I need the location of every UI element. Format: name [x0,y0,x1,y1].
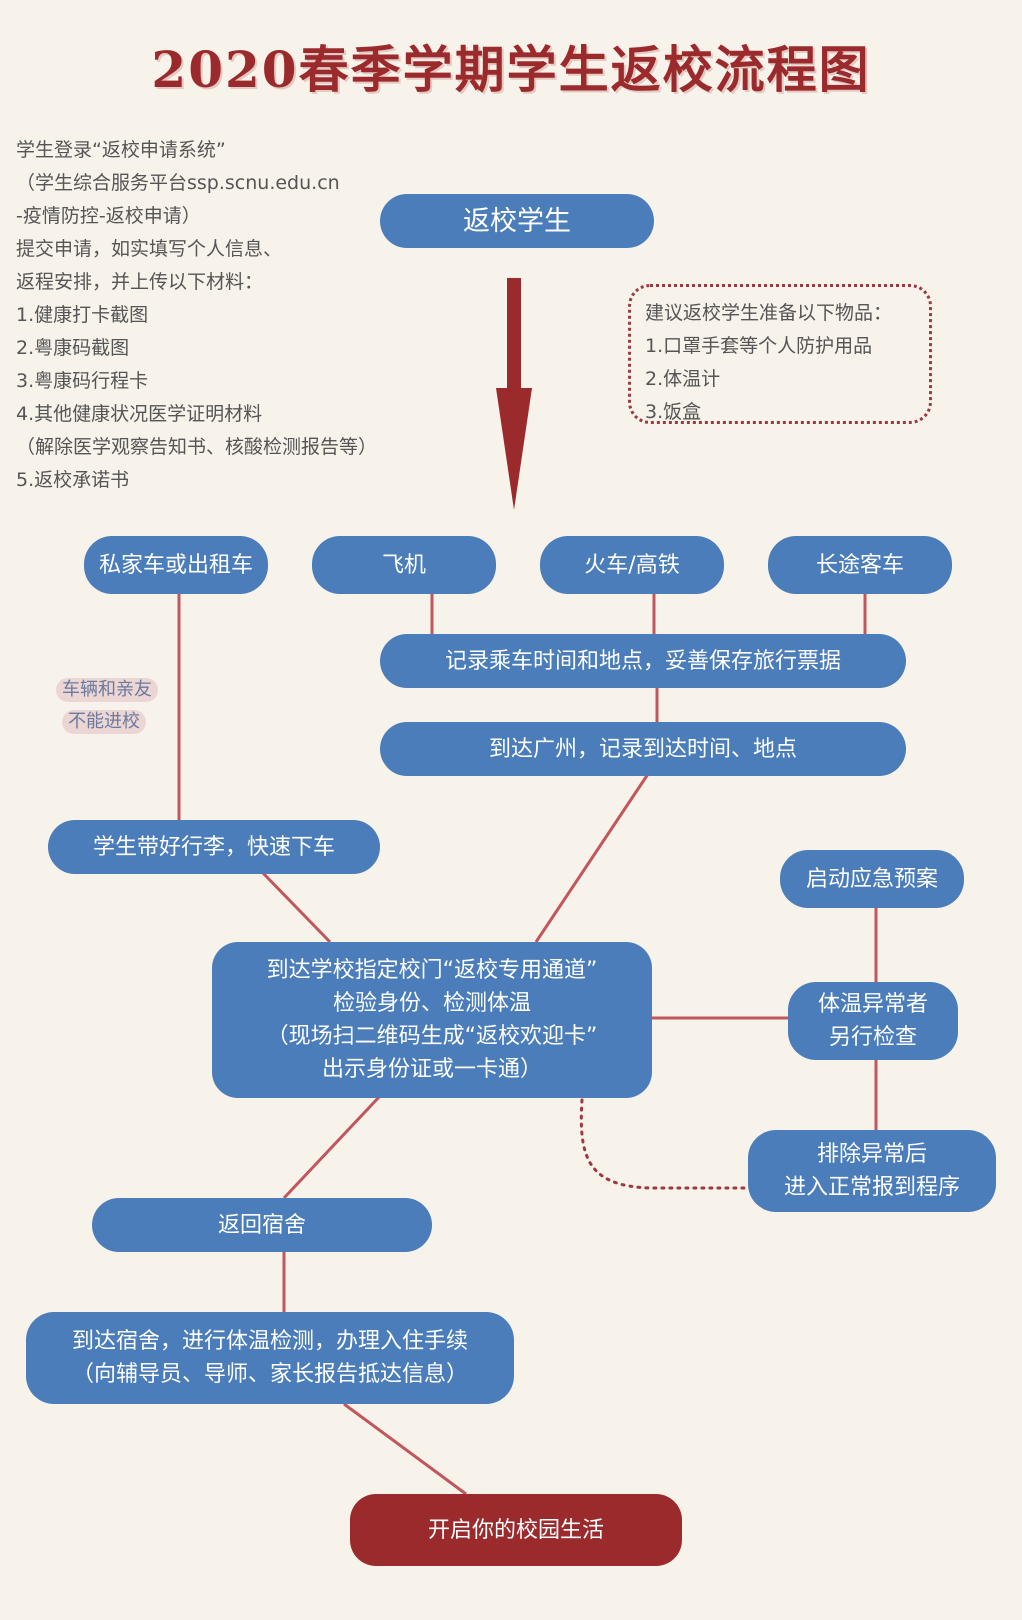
car-note-tag: 车辆和亲友 [56,678,158,702]
down-arrow-shaft [507,278,521,390]
tips-box: 建议返校学生准备以下物品： 1.口罩手套等个人防护用品 2.体温计 3.饭盒 [628,284,932,424]
node-checkin: 到达宿舍，进行体温检测，办理入住手续 （向辅导员、导师、家长报告抵达信息） [26,1312,514,1404]
node-car: 私家车或出租车 [84,536,268,594]
note-line: 1.健康打卡截图 [16,304,149,326]
node-abnormal: 体温异常者 另行检查 [788,982,958,1060]
tip-item: 3.饭盒 [645,401,702,423]
node-gate-line: 到达学校指定校门“返校专用通道” [266,958,598,983]
note-line: 提交申请，如实填写个人信息、 [16,238,283,260]
note-line: 5.返校承诺书 [16,469,130,491]
note-line: 4.其他健康状况医学证明材料 [16,403,263,425]
node-car-label: 私家车或出租车 [98,552,253,578]
tip-item: 1.口罩手套等个人防护用品 [645,335,873,357]
node-end: 开启你的校园生活 [350,1494,682,1566]
node-gate-line: 出示身份证或一卡通） [321,1057,542,1082]
node-end-label: 开启你的校园生活 [427,1517,604,1543]
node-train: 火车/高铁 [540,536,724,594]
node-dorm: 返回宿舍 [92,1198,432,1252]
node-checkin-line: 到达宿舍，进行体温检测，办理入住手续 [71,1329,468,1354]
node-cleared: 排除异常后 进入正常报到程序 [748,1130,996,1212]
node-drop-label: 学生带好行李，快速下车 [92,834,335,860]
node-plane: 飞机 [312,536,496,594]
page-title: 2020春季学期学生返校流程图 [151,40,871,99]
note-line: （学生综合服务平台ssp.scnu.edu.cn [16,172,340,194]
node-cleared-line: 进入正常报到程序 [783,1175,960,1200]
node-plane-label: 飞机 [381,552,426,578]
node-bus-label: 长途客车 [815,552,904,578]
node-drop: 学生带好行李，快速下车 [48,820,380,874]
node-arrive-label: 到达广州，记录到达时间、地点 [488,736,797,762]
node-start: 返校学生 [380,194,654,248]
node-checkin-line: （向辅导员、导师、家长报告抵达信息） [71,1362,468,1387]
note-line: -疫情防控-返校申请） [16,205,201,227]
down-arrow-head [496,388,532,510]
note-line: （解除医学观察告知书、核酸检测报告等） [16,436,378,458]
node-arrive: 到达广州，记录到达时间、地点 [380,722,906,776]
note-line: 返程安排，并上传以下材料： [16,271,264,293]
node-gate-line: （现场扫二维码生成“返校欢迎卡” [266,1024,598,1049]
connector-checkin-end [343,1402,467,1496]
note-line: 3.粤康码行程卡 [16,370,149,392]
note-line: 学生登录“返校申请系统” [16,139,226,161]
node-abnormal-line: 另行检查 [828,1025,917,1050]
car-note-tag: 不能进校 [62,710,146,734]
node-cleared-line: 排除异常后 [816,1142,927,1167]
node-emergency: 启动应急预案 [780,850,964,908]
node-dorm-label: 返回宿舍 [217,1212,306,1238]
node-bus: 长途客车 [768,536,952,594]
node-start-label: 返校学生 [463,205,571,237]
node-emergency-label: 启动应急预案 [805,866,938,892]
node-abnormal-line: 体温异常者 [817,992,928,1017]
application-notes: 学生登录“返校申请系统” （学生综合服务平台ssp.scnu.edu.cn -疫… [16,134,377,497]
note-line: 2.粤康码截图 [16,337,130,359]
node-record-label: 记录乘车时间和地点，妥善保存旅行票据 [444,648,841,674]
node-record: 记录乘车时间和地点，妥善保存旅行票据 [380,634,906,688]
connector-gate-dorm [282,1094,382,1200]
tip-item: 2.体温计 [645,368,721,390]
tips-heading: 建议返校学生准备以下物品： [645,302,893,324]
node-gate: 到达学校指定校门“返校专用通道” 检验身份、检测体温 （现场扫二维码生成“返校欢… [212,942,652,1098]
dotted-connector-gate-cleared [579,1098,750,1190]
connector-arrive-gate [534,773,650,943]
connector-drop-gate [260,870,332,944]
node-gate-line: 检验身份、检测体温 [332,991,531,1016]
node-train-label: 火车/高铁 [584,552,680,578]
